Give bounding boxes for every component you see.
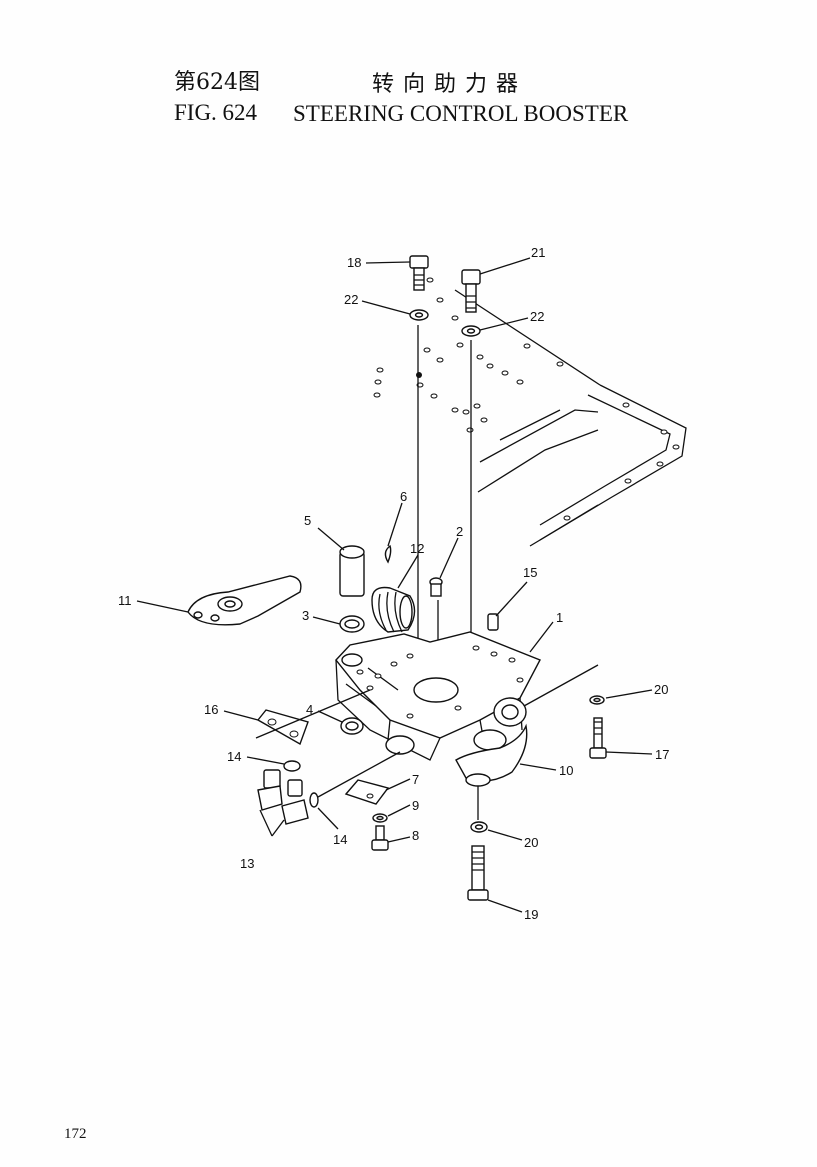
callout-9: 9: [412, 798, 419, 813]
callout-10: 10: [559, 763, 573, 778]
callout-1: 1: [556, 610, 563, 625]
washer-part-22: [409, 309, 481, 337]
bolt-part-8: [371, 825, 389, 851]
callout-17: 17: [655, 747, 669, 762]
bellows-part-12: [371, 586, 416, 633]
callout-labels: 18 21 22 22 6 5 12 2 15 11 1 3 16 4 20 1…: [118, 245, 669, 922]
callout-19: 18: [347, 255, 361, 270]
callout-16: 15: [523, 565, 537, 580]
arm-part-10: [455, 723, 528, 787]
bolt-part-21: [461, 269, 481, 313]
callout-7: 7: [412, 772, 419, 787]
callout-5: 5: [304, 513, 311, 528]
washer-part-9: [372, 813, 388, 823]
pin-part-5: [339, 545, 365, 597]
bearing-part-4: [340, 717, 364, 735]
callout-20-b: 20: [524, 835, 538, 850]
bearing-part-3: [339, 615, 365, 633]
oring-part-14: [283, 760, 319, 808]
callout-11: 11: [118, 593, 132, 608]
callout-3: 3: [302, 608, 309, 623]
bolt-part-18: [467, 845, 489, 901]
callout-22-b: 22: [530, 309, 544, 324]
frame-outline: [454, 289, 687, 547]
callout-13: 13: [240, 856, 254, 871]
plate-part-7: [344, 779, 390, 805]
figure-title-en: STEERING CONTROL BOOSTER: [293, 101, 629, 126]
ring-part-6: [384, 544, 392, 564]
callout-21: 21: [531, 245, 545, 260]
callout-20-a: 20: [654, 682, 668, 697]
frame-holes: [373, 277, 680, 521]
callout-18: 19: [524, 907, 538, 922]
figure-number-cn: 第624图: [174, 70, 260, 95]
callout-12: 12: [410, 541, 424, 556]
callout-22-a: 22: [344, 292, 358, 307]
pin-part-16: [487, 613, 499, 631]
figure-title-cn: 转向助力器: [372, 72, 528, 97]
leader-lines: [136, 257, 653, 913]
grease-fitting-part-2: [429, 577, 443, 597]
callout-14-a: 14: [227, 749, 241, 764]
bolt-part-19: [409, 255, 429, 291]
lever-part-11: [187, 575, 302, 626]
assembly-centerlines: [417, 325, 479, 820]
callout-15: 16: [204, 702, 218, 717]
callout-8: 8: [412, 828, 419, 843]
bolt-part-17: [589, 717, 607, 759]
callout-14-b: 14: [333, 832, 347, 847]
callout-4: 4: [306, 702, 313, 717]
fitting-part-13: [257, 769, 309, 837]
callout-2: 2: [456, 524, 463, 539]
figure-number-en: FIG. 624: [174, 100, 258, 125]
page-number: 172: [64, 1126, 87, 1142]
washer-part-20: [470, 695, 605, 833]
callout-6: 6: [400, 489, 407, 504]
housing-part-1: [335, 631, 541, 761]
